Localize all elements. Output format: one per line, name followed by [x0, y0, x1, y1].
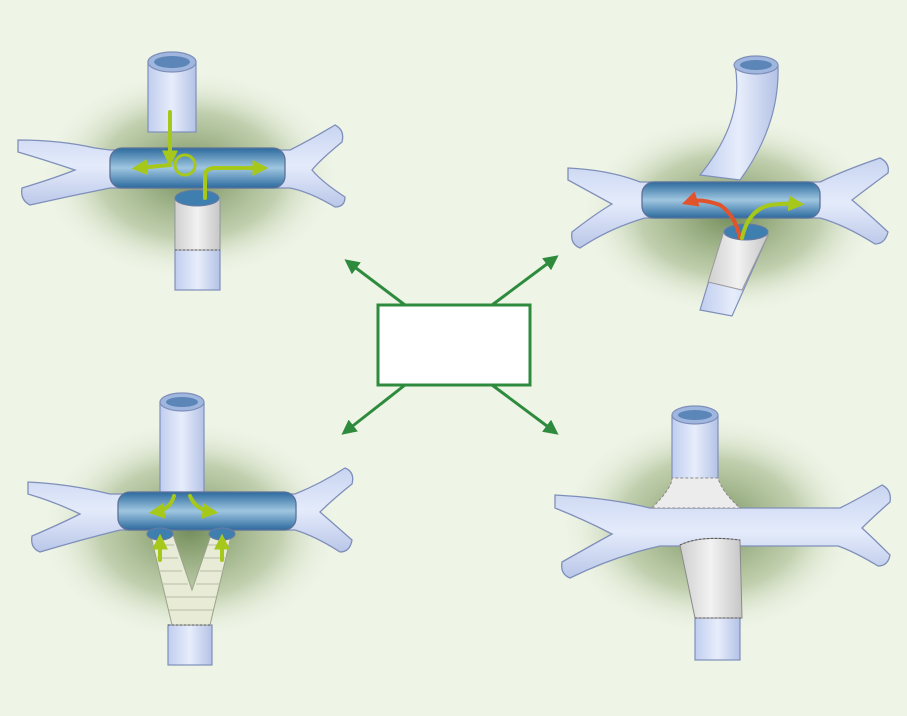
panel-top-right	[567, 55, 889, 317]
lower-graft	[679, 537, 743, 661]
center-box	[376, 303, 532, 387]
panel-top-left	[17, 51, 346, 291]
lumen-window	[109, 147, 286, 189]
flow-arrows	[148, 494, 230, 562]
panel-bottom-left	[27, 392, 354, 666]
lower-graft	[174, 189, 221, 291]
flow-arrows	[131, 110, 269, 200]
arrow-to-top-left	[344, 259, 406, 307]
suture-patch-upper	[650, 477, 742, 509]
bifurcated-graft	[146, 527, 236, 666]
connector-arrows	[341, 255, 559, 435]
flow-arrows	[681, 191, 805, 240]
upper-vessel	[159, 392, 205, 495]
panel-bottom-right	[554, 405, 891, 661]
upper-vessel	[147, 51, 197, 133]
horizontal-vessel	[554, 484, 891, 579]
arrow-to-top-right	[491, 255, 559, 307]
arrow-to-bottom-left	[341, 383, 406, 435]
center-connector	[341, 255, 559, 435]
upper-vessel	[698, 55, 779, 181]
arrow-to-bottom-right	[491, 383, 559, 435]
center-box-label	[378, 305, 530, 385]
